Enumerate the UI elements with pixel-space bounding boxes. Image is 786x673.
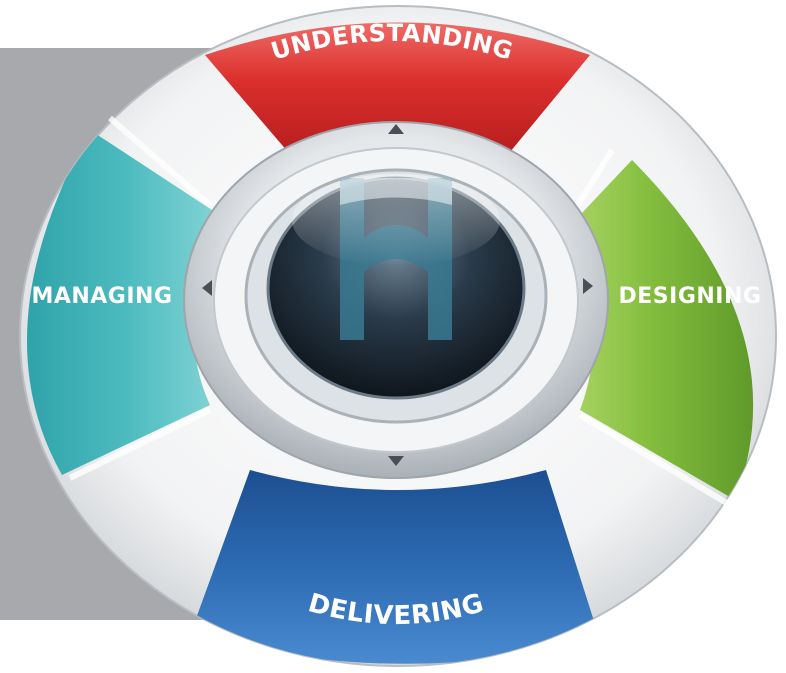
divider — [578, 412, 732, 508]
label-managing: MANAGING — [31, 284, 172, 309]
divider — [572, 148, 615, 212]
divider — [108, 115, 212, 208]
arrow-up-icon[interactable] — [388, 124, 404, 134]
hub-shine — [292, 174, 500, 266]
segment-understanding[interactable] — [205, 22, 590, 153]
arrow-left-icon[interactable] — [202, 280, 212, 296]
segment-designing[interactable] — [580, 160, 754, 500]
label-designing: DESIGNING — [619, 284, 762, 309]
segment-managing[interactable] — [26, 130, 213, 475]
divider — [68, 407, 212, 481]
arrow-right-icon[interactable] — [583, 278, 593, 294]
segment-delivering[interactable] — [190, 470, 600, 664]
arrow-down-icon[interactable] — [388, 456, 404, 466]
